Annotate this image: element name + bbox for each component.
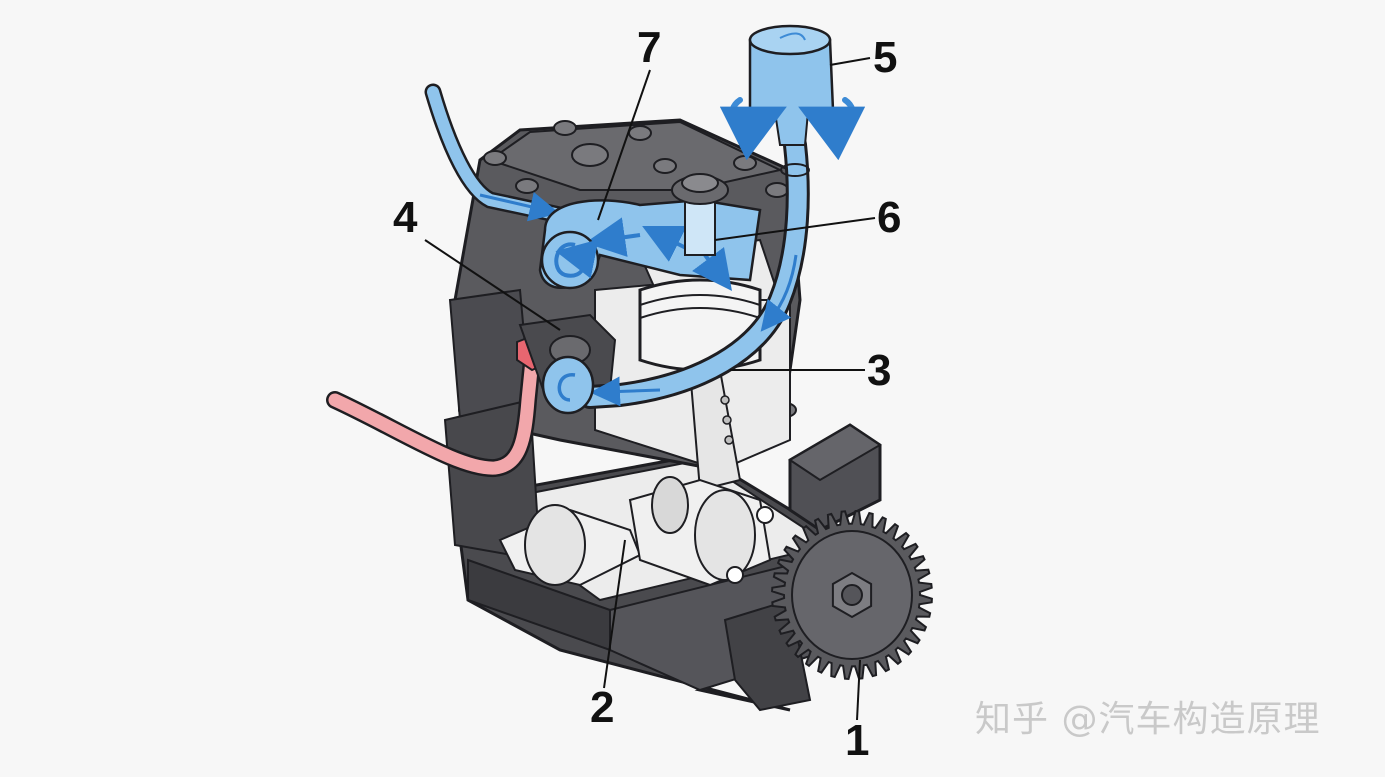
label-gear: 1 (845, 716, 869, 765)
air-passages (424, 83, 810, 415)
watermark: 知乎 @汽车构造原理 (975, 699, 1321, 740)
leader-lines (424, 57, 876, 721)
label-piston: 3 (867, 346, 891, 395)
gear-hub (841, 584, 863, 606)
label-air-filter: 5 (873, 33, 897, 82)
label-outlet-port: 7 (637, 23, 661, 72)
drive-gear (771, 510, 933, 680)
crankshaft (498, 476, 774, 587)
gear-housing (723, 423, 882, 712)
air-filter (719, 24, 866, 161)
label-intake-valve: 6 (877, 193, 901, 242)
label-pressure-valve: 4 (393, 193, 418, 242)
label-crankshaft: 2 (590, 683, 614, 732)
